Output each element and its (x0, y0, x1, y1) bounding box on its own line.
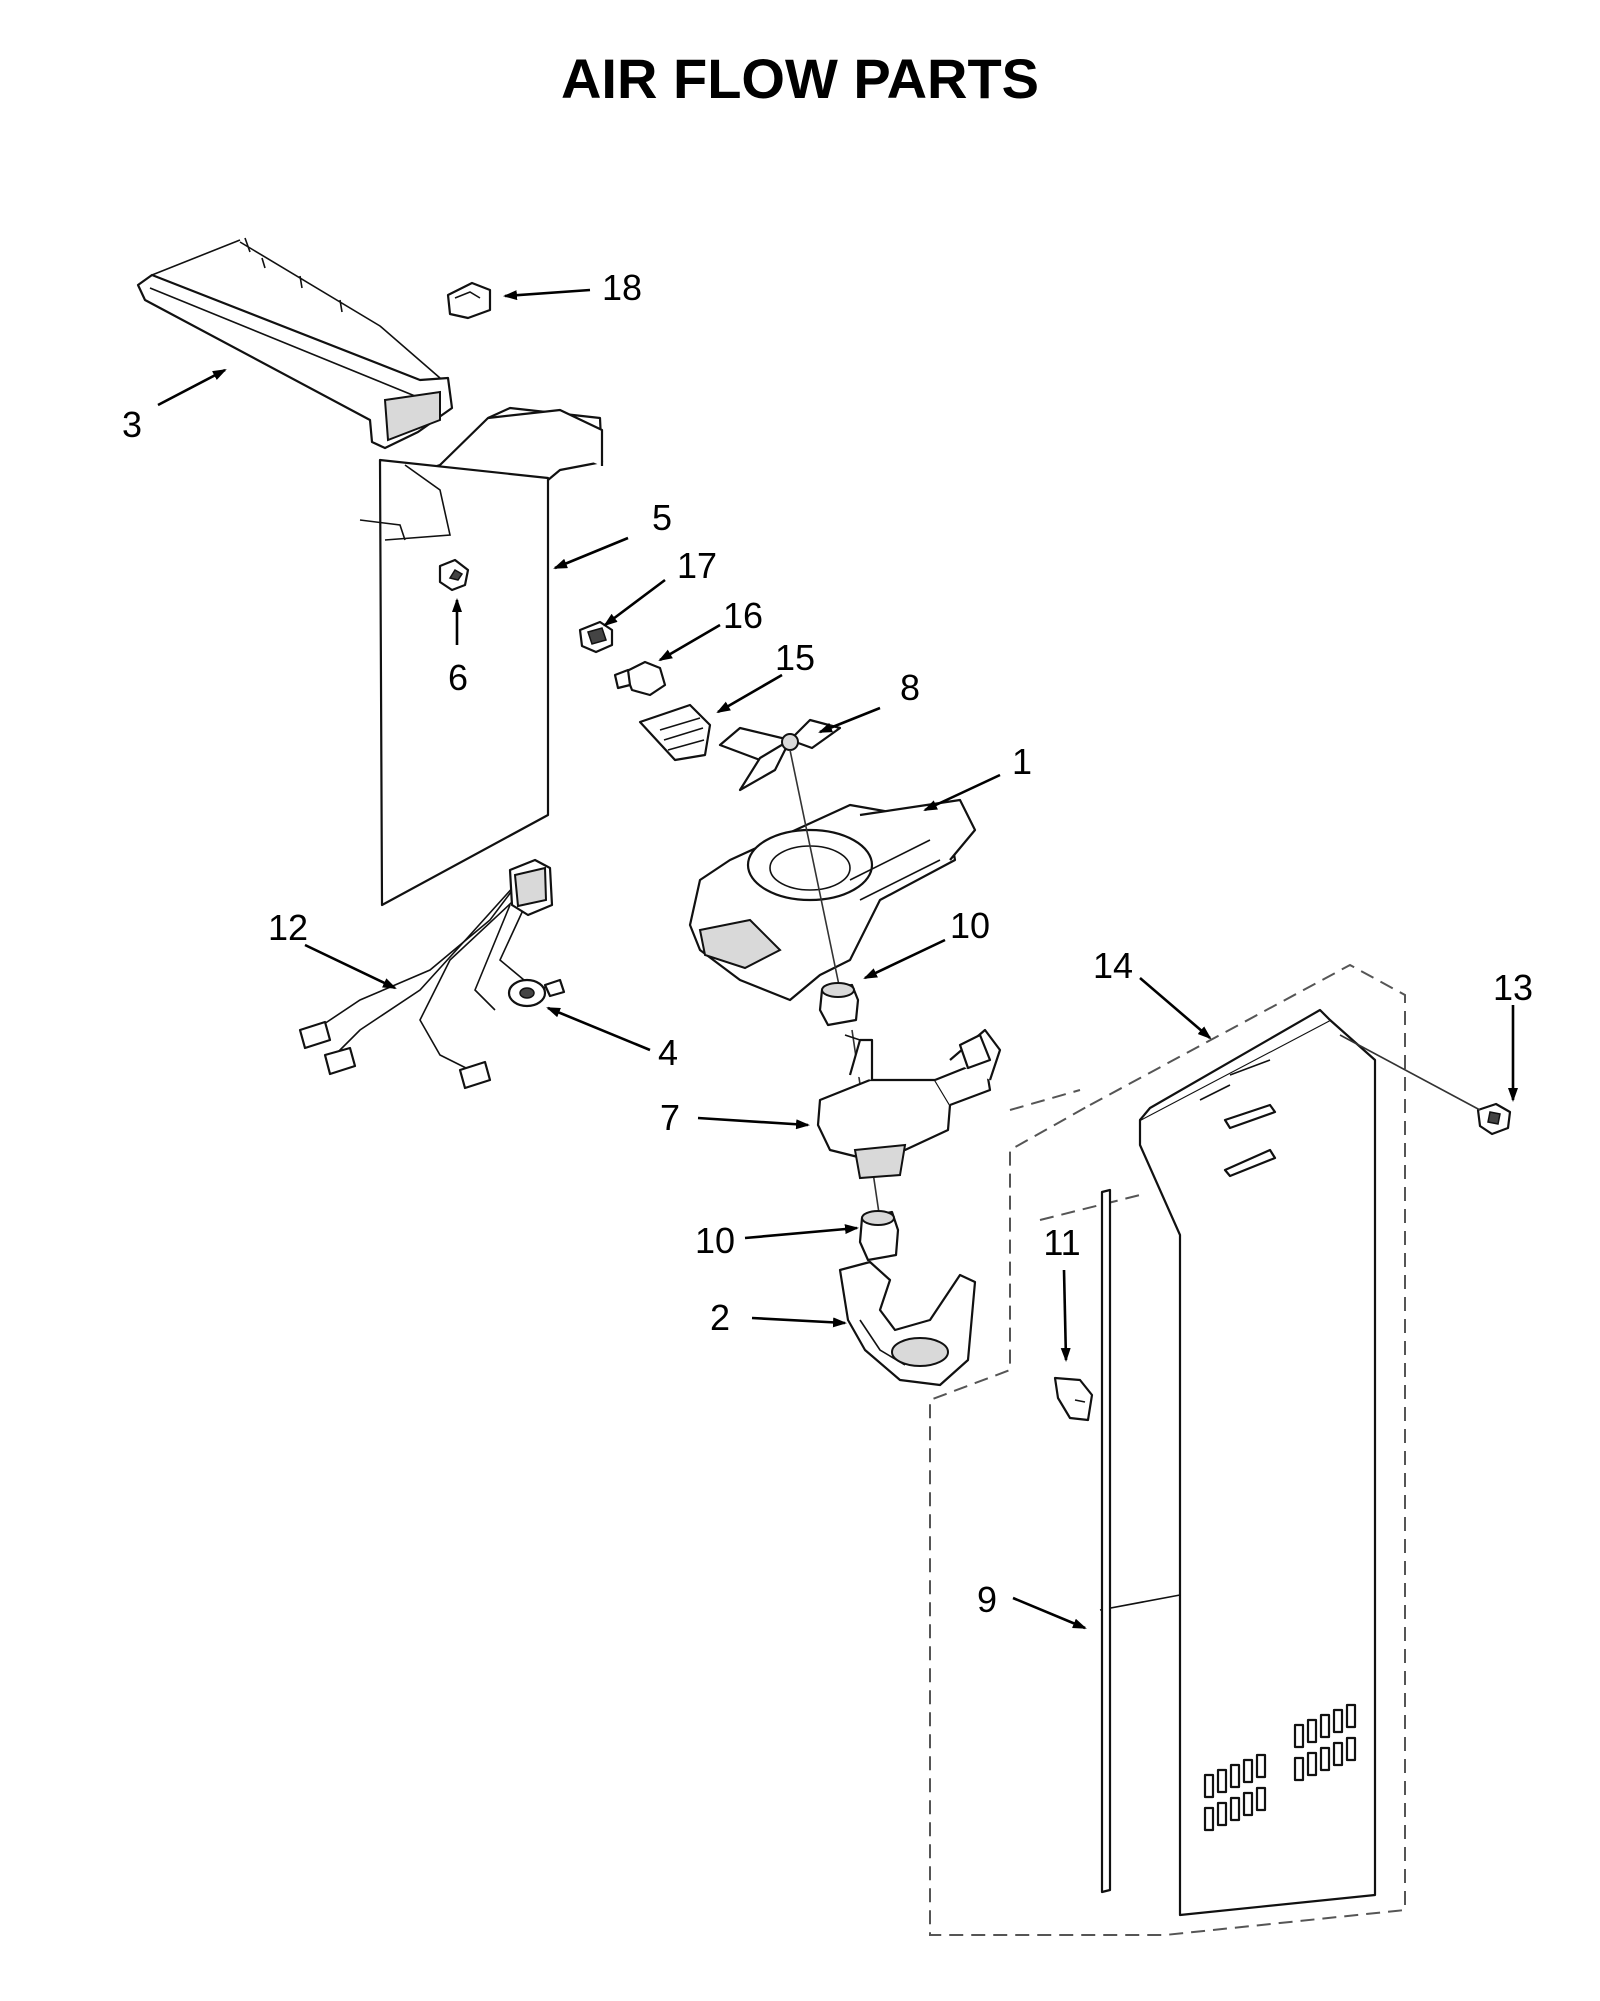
part-10-grommet-upper (818, 982, 860, 1027)
callout-10-lower: 10 (695, 1220, 735, 1261)
part-5-air-duct (359, 406, 604, 907)
part-1-fan-housing (688, 798, 977, 1002)
callout-11: 11 (1043, 1222, 1080, 1263)
callout-16: 16 (723, 595, 763, 636)
part-18-clip (446, 281, 492, 320)
part-9-gasket (1100, 1188, 1112, 1894)
motor-axis-upper (789, 749, 841, 991)
part-4-grommet (507, 978, 547, 1008)
part-10-grommet-lower (858, 1210, 900, 1262)
callout-12: 12 (268, 907, 308, 948)
part-15-lamp-shield (638, 703, 712, 762)
callout-leaders (157, 288, 1518, 1630)
part-2-motor-bracket (838, 1260, 977, 1387)
part-7-motor (816, 1028, 1002, 1180)
diagram-title: AIR FLOW PARTS (561, 47, 1039, 110)
callout-9: 9 (977, 1579, 997, 1620)
part-6-screw (438, 558, 470, 592)
callout-6: 6 (448, 657, 468, 698)
part-13-screw (1476, 1102, 1512, 1136)
callout-13: 13 (1493, 967, 1533, 1008)
part-11-clip (1053, 1376, 1094, 1422)
callout-15: 15 (775, 637, 815, 678)
callout-17: 17 (677, 545, 717, 586)
callout-18: 18 (602, 267, 642, 308)
callout-10-upper: 10 (950, 905, 990, 946)
part-14-air-panel (929, 963, 1406, 1936)
callout-14: 14 (1093, 945, 1133, 986)
callout-4: 4 (658, 1032, 678, 1073)
part-17-socket (578, 620, 614, 654)
callout-7: 7 (660, 1097, 680, 1138)
screw-13-axis (1339, 1034, 1481, 1111)
callout-2: 2 (710, 1297, 730, 1338)
callout-3: 3 (122, 404, 142, 445)
callout-5: 5 (652, 497, 672, 538)
callout-8: 8 (900, 667, 920, 708)
vent-slots-right (1293, 1703, 1357, 1782)
vent-slots-left (1203, 1753, 1267, 1832)
part-12-wire-harness (298, 858, 566, 1090)
part-3-cover (136, 237, 454, 450)
callout-labels: 1 2 3 4 5 6 7 8 9 10 10 11 12 13 14 15 1… (122, 267, 1533, 1620)
callout-1: 1 (1012, 741, 1032, 782)
part-16-bulb (613, 660, 667, 697)
